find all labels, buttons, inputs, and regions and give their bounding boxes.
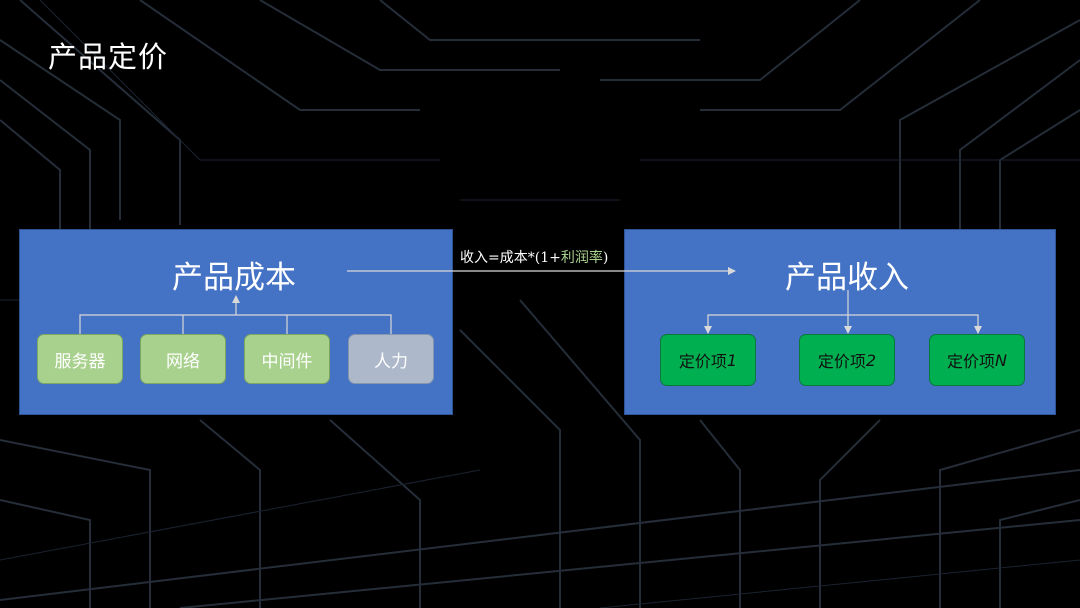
pricing-item-label: 定价项 bbox=[947, 352, 996, 371]
pricing-item-label: 定价项 bbox=[817, 352, 866, 371]
formula-prefix: 收入=成本*(1+ bbox=[460, 250, 561, 266]
pricing-item-index: 2 bbox=[865, 350, 877, 370]
cost-item-network: 网络 bbox=[140, 334, 226, 384]
cost-item-server: 服务器 bbox=[37, 334, 123, 384]
cost-title: 产品成本 bbox=[172, 260, 296, 296]
formula-highlight: 利润率 bbox=[560, 250, 603, 266]
pricing-item-label: 定价项 bbox=[678, 352, 727, 371]
cost-item-middleware: 中间件 bbox=[244, 334, 330, 384]
formula-suffix: ) bbox=[602, 250, 609, 266]
formula-label: 收入=成本*(1+利润率) bbox=[460, 247, 608, 267]
slide-title: 产品定价 bbox=[48, 40, 169, 74]
revenue-title: 产品收入 bbox=[785, 260, 909, 296]
cost-item-labor: 人力 bbox=[348, 334, 434, 384]
pricing-item-index: 1 bbox=[726, 350, 738, 370]
pricing-item-index: N bbox=[995, 350, 1007, 370]
